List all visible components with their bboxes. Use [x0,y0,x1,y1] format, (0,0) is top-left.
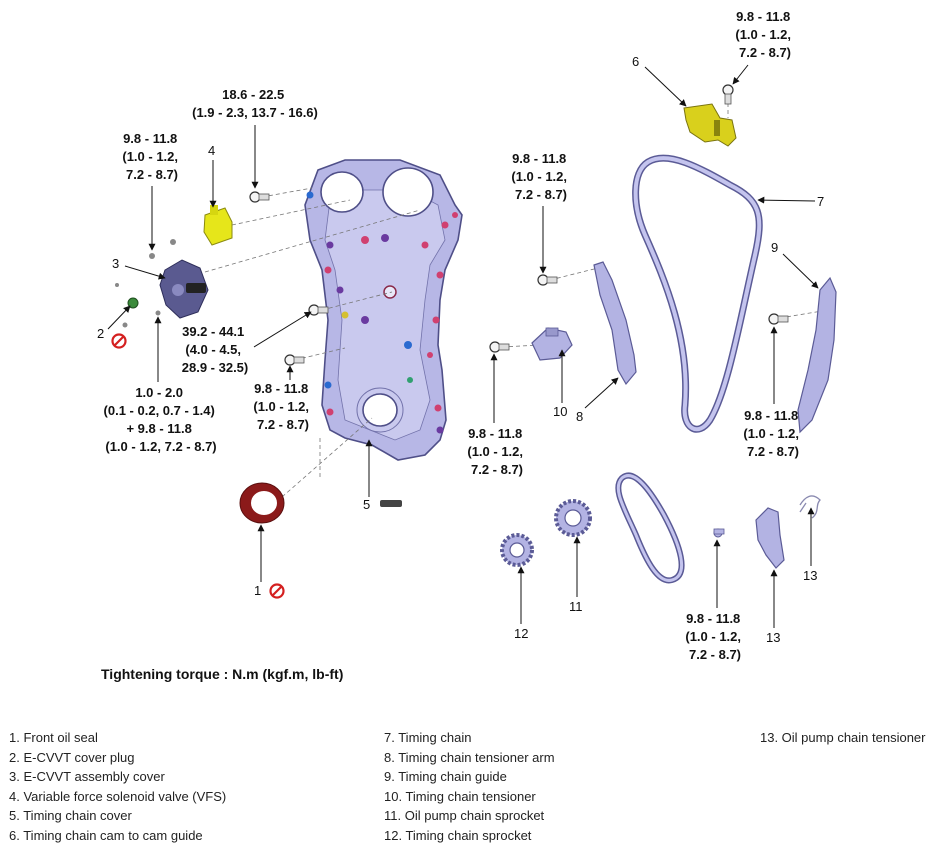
no-reuse-icon-plug [111,333,127,349]
oil-pump-chain-tensioner-spring [799,495,821,519]
legend-item: 1. Front oil seal [9,730,98,745]
callout-7: 7 [817,194,824,209]
callout-13-spring: 13 [803,568,817,583]
bolt-arm [537,274,558,286]
torque-spec-left-upper: 9.8 - 11.8 (1.0 - 1.2, 7.2 - 8.7) [122,131,181,182]
torque-spec-guide: 9.8 - 11.8 (1.0 - 1.2, 7.2 - 8.7) [743,408,802,459]
variable-force-solenoid-valve [203,205,233,246]
callout-6: 6 [632,54,639,69]
legend-column-1: 1. Front oil seal 2. E-CVVT cover plug 3… [9,728,226,846]
legend-item: 9. Timing chain guide [384,769,507,785]
bolt-guide [768,313,789,325]
callout-1: 1 [254,583,261,598]
no-reuse-icon-seal [269,583,285,599]
oil-pump-chain [615,472,685,584]
torque-spec-cover-top: 18.6 - 22.5 (1.9 - 2.3, 13.7 - 16.6) [192,87,318,120]
legend-item: 13. Oil pump chain tensioner [760,730,926,745]
timing-chain [632,154,763,433]
legend-item: 12. Timing chain sprocket [384,827,532,843]
legend-item: 8. Timing chain tensioner arm [384,749,555,765]
callout-3: 3 [112,256,119,271]
torque-spec-cover-lower: 9.8 - 11.8 (1.0 - 1.2, 7.2 - 8.7) [253,381,312,432]
callout-4: 4 [208,143,215,158]
legend-item: 3. E-CVVT assembly cover [9,769,165,785]
timing-chain-cam-to-cam-guide [683,103,737,147]
legend-item: 2. E-CVVT cover plug [9,749,135,765]
e-cvvt-assembly-cover [159,259,209,319]
torque-spec-oil-pump: 9.8 - 11.8 (1.0 - 1.2, 7.2 - 8.7) [685,611,744,662]
legend-item: 11. Oil pump chain sprocket [384,808,545,824]
callout-13-tensioner: 13 [766,630,780,645]
legend-item: 7. Timing chain [384,730,472,745]
callout-5: 5 [363,497,370,512]
torque-spec-left-lower: 1.0 - 2.0 (0.1 - 0.2, 0.7 - 1.4) + 9.8 -… [104,385,219,454]
timing-chain-guide [797,276,837,434]
callout-2: 2 [97,326,104,341]
bolt-top-bracket [722,84,734,105]
dowel-stud [380,500,402,507]
callout-10: 10 [553,404,567,419]
legend-item: 4. Variable force solenoid valve (VFS) [9,788,227,804]
timing-chain-exploded-diagram: 9.8 - 11.8 (1.0 - 1.2, 7.2 - 8.7) 18.6 -… [97,9,837,662]
torque-spec-tensioner: 9.8 - 11.8 (1.0 - 1.2, 7.2 - 8.7) [467,426,526,477]
torque-units-caption: Tightening torque : N.m (kgf.m, lb-ft) [101,666,344,682]
front-oil-seal [239,482,285,524]
oil-pump-chain-sprocket [554,499,592,537]
bolt-oil-pump-tensioner [713,528,725,538]
legend-item: 6. Timing chain cam to cam guide [9,827,203,843]
callout-12: 12 [514,626,528,641]
callout-11: 11 [569,599,583,614]
e-cvvt-cover-plug [127,297,139,309]
oil-pump-chain-tensioner-arm [755,507,785,569]
legend-column-2: 7. Timing chain 8. Timing chain tensione… [384,728,555,846]
legend-item: 10. Timing chain tensioner [384,788,536,804]
torque-spec-mid: 9.8 - 11.8 (1.0 - 1.2, 7.2 - 8.7) [511,151,570,202]
torque-spec-big: 39.2 - 44.1 (4.0 - 4.5, 28.9 - 32.5) [182,324,249,375]
bolt-cover-center [308,304,329,316]
bolt-cover-lower [284,354,305,366]
bolt-cover-top [249,191,270,203]
legend-column-3: 13. Oil pump chain tensioner [760,728,925,748]
legend-item: 5. Timing chain cover [9,808,132,824]
timing-chain-sprocket [500,533,534,567]
torque-spec-top: 9.8 - 11.8 (1.0 - 1.2, 7.2 - 8.7) [735,9,794,60]
small-bolts-left [115,239,176,328]
callout-9: 9 [771,240,778,255]
timing-chain-cover [304,159,463,461]
bolt-tensioner [489,341,510,353]
timing-chain-tensioner [531,327,573,361]
timing-chain-tensioner-arm [593,261,637,386]
callout-8: 8 [576,409,583,424]
